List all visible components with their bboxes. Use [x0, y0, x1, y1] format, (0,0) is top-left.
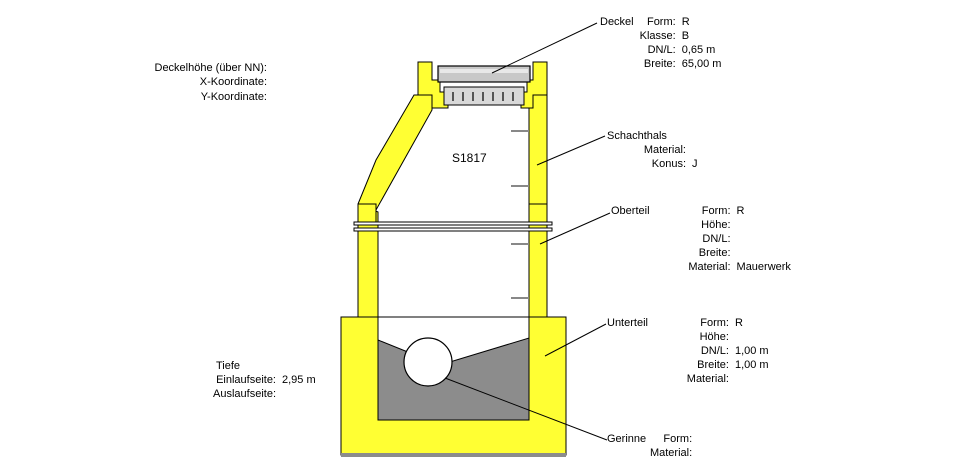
- tiefe-value: 2,95 m: [282, 374, 316, 386]
- x-koordinate-label: X-Koordinate:: [199, 76, 267, 88]
- oberteil-value: Mauerwerk: [736, 261, 791, 273]
- oberteil-value: [737, 218, 791, 232]
- unterteil-value: [735, 372, 769, 386]
- unterteil-key: Breite:: [697, 359, 729, 371]
- deckel-key: Form:: [646, 16, 676, 28]
- cone-left-wall: [357, 94, 433, 223]
- cover-frame-slots: [452, 92, 514, 101]
- oberteil-key: Material:: [688, 261, 731, 273]
- unterteil-title: Unterteil: [607, 317, 648, 329]
- joint-line-bottom: [353, 227, 553, 232]
- oberteil-key: Form:: [701, 205, 731, 217]
- gerinne-key: Form:: [663, 433, 693, 445]
- oberteil-key: Breite:: [698, 247, 731, 259]
- joint-line-top: [353, 221, 553, 226]
- cover-top: [437, 65, 531, 83]
- unterteil-key: DN/L:: [700, 345, 729, 357]
- y-koordinate-label: Y-Koordinate:: [200, 91, 267, 103]
- deckel-value: R: [681, 16, 690, 28]
- deckel-info: Deckel Form: R Klasse: B DN/L: 0,65 m Br…: [600, 15, 721, 71]
- schachthals-value: [692, 143, 698, 157]
- tiefe-value: [282, 387, 316, 401]
- gerinne-key: Material:: [649, 447, 693, 459]
- deckel-key: Breite:: [643, 58, 676, 70]
- unterteil-value: [735, 330, 769, 344]
- schachthals-value: J: [692, 158, 698, 170]
- pipe-circle: [403, 337, 453, 387]
- leader-lines: [444, 22, 611, 441]
- cone-step-left: [357, 203, 377, 223]
- schachthals-key: Material:: [643, 144, 686, 156]
- ladder-rungs: [511, 130, 529, 299]
- deckel-value: 0,65 m: [681, 44, 716, 56]
- oberteil-value: R: [736, 205, 745, 217]
- oberteil-right-wall: [528, 221, 548, 318]
- tiefe-key: Einlaufseite:: [216, 374, 276, 386]
- deckel-value: B: [681, 30, 690, 42]
- tiefe-info: Einlaufseite: 2,95 m Auslaufseite:: [208, 373, 316, 401]
- unterteil-key: Form:: [700, 317, 729, 329]
- unterteil-key: Höhe:: [699, 331, 729, 343]
- tiefe-title: Tiefe: [216, 360, 241, 372]
- schachthals-info: Material: Konus: J: [600, 143, 698, 171]
- gerinne-info: Gerinne Form: Material:: [607, 432, 692, 460]
- unterteil-value: 1,00 m: [734, 359, 769, 371]
- unterteil-value: R: [734, 317, 743, 329]
- schachthals-title: Schachthals: [607, 130, 667, 142]
- cone-right-wall: [528, 94, 548, 223]
- oberteil-left-wall: [357, 221, 379, 318]
- oberteil-key: Höhe:: [701, 219, 731, 231]
- deckelhoehe-label: Deckelhöhe (über NN):: [154, 62, 268, 74]
- unterteil-key: Material:: [686, 373, 729, 385]
- deckel-key: Klasse:: [639, 30, 676, 42]
- oberteil-value: [737, 232, 791, 246]
- oberteil-key: DN/L:: [702, 233, 731, 245]
- deckel-value: 65,00 m: [681, 58, 722, 70]
- deckel-key: DN/L:: [647, 44, 676, 56]
- cone-step-right: [528, 203, 548, 223]
- oberteil-title: Oberteil: [611, 205, 650, 217]
- tiefe-key: Auslaufseite:: [213, 388, 276, 400]
- gerinne-title: Gerinne: [607, 433, 647, 445]
- unterteil-value: 1,00 m: [734, 345, 769, 357]
- deckel-title: Deckel: [600, 16, 634, 28]
- oberteil-value: [737, 246, 791, 260]
- oberteil-info: Oberteil Form: R Höhe: DN/L: Breite: Mat…: [611, 204, 791, 274]
- shaft-id: S1817: [452, 151, 487, 165]
- cover-top-highlight: [440, 69, 528, 73]
- ground-line: [341, 453, 566, 457]
- unterteil-info: Unterteil Form: R Höhe: DN/L: 1,00 m Bre…: [607, 316, 769, 386]
- schachthals-key: Konus:: [651, 158, 686, 170]
